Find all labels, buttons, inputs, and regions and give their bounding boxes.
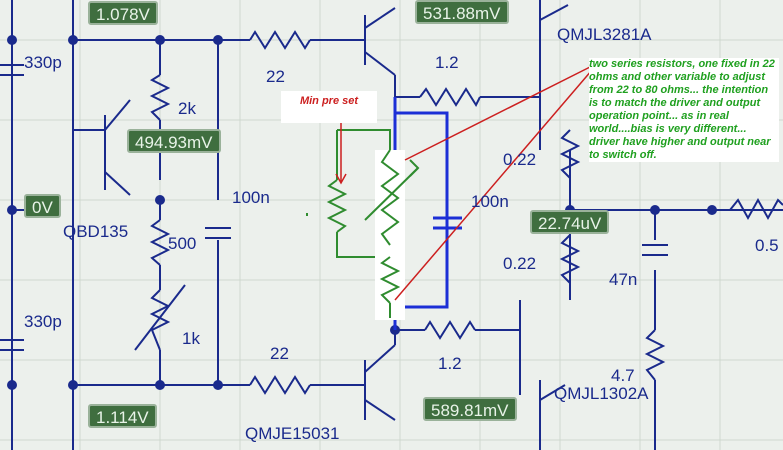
label-r2k: 2k <box>178 99 196 118</box>
label-r0p22-a: 0.22 <box>503 150 537 169</box>
label-c330p-top: 330p <box>24 53 62 72</box>
resistor-r-edge <box>729 197 783 221</box>
resistor-r2k <box>149 74 171 121</box>
resistor-r4p7 <box>644 329 666 381</box>
label-q-bd135: QBD135 <box>63 222 129 241</box>
label-c100n-right: 100n <box>471 192 509 211</box>
preset-overlay <box>306 129 420 320</box>
callout-line-variable <box>404 65 593 161</box>
label-r500: 500 <box>168 234 197 253</box>
bias-frame <box>393 97 462 330</box>
label-r22-top: 22 <box>266 67 285 86</box>
resistor-r0p22-b <box>559 234 581 284</box>
voltage-probe-1: 1.078V <box>88 1 158 25</box>
resistors <box>134 30 783 395</box>
callout-line-fixed <box>394 69 593 301</box>
voltage-probe-3: 494.93mV <box>127 129 221 153</box>
overlay-resistor-lower <box>379 256 401 304</box>
resistor-r0p22-a <box>559 129 581 179</box>
label-q-bottom-right: QMJL1302A <box>554 384 649 403</box>
voltage-probe-5: 22.74uV <box>530 210 610 234</box>
callout-lines <box>335 65 593 301</box>
voltage-probe-6: 1.114V <box>88 404 157 428</box>
label-c47n: 47n <box>609 270 638 289</box>
overlay-variable-arrow <box>364 167 419 221</box>
resistor-r1p2-top <box>419 87 481 108</box>
overlay-resistor-upper <box>380 149 400 246</box>
resistor-r500 <box>149 219 171 266</box>
label-r1p2-top: 1.2 <box>435 53 459 72</box>
resistor-r1k <box>149 289 171 351</box>
overlay-resistor-left <box>326 179 348 233</box>
voltage-probe-2: 531.88mV <box>415 0 509 24</box>
label-r1k: 1k <box>182 329 200 348</box>
voltage-probe-4: 0V <box>24 194 61 218</box>
voltage-probe-7: 589.81mV <box>423 397 517 421</box>
label-r1p2-bottom: 1.2 <box>438 354 462 373</box>
label-r4p7: 4.7 <box>611 366 635 385</box>
min-preset-annotation: Min pre set <box>281 91 377 123</box>
label-c100n-mid: 100n <box>232 188 270 207</box>
label-r0p22-b: 0.22 <box>503 254 537 273</box>
label-r-edge: 0.5 <box>755 236 779 255</box>
capacitors <box>0 64 668 351</box>
resistor-r1k-arrow <box>134 284 186 351</box>
resistor-r22-bottom <box>249 375 311 395</box>
label-c330p-bottom: 330p <box>24 312 62 331</box>
series-resistor-note: two series resistors, one fixed in 22 oh… <box>589 58 779 162</box>
label-q-top-right: QMJL3281A <box>557 25 652 44</box>
resistor-r22-top <box>249 30 311 50</box>
label-r22-bottom: 22 <box>270 344 289 363</box>
resistor-r1p2-bottom <box>424 320 476 340</box>
label-q-bottom: QMJE15031 <box>245 424 340 443</box>
